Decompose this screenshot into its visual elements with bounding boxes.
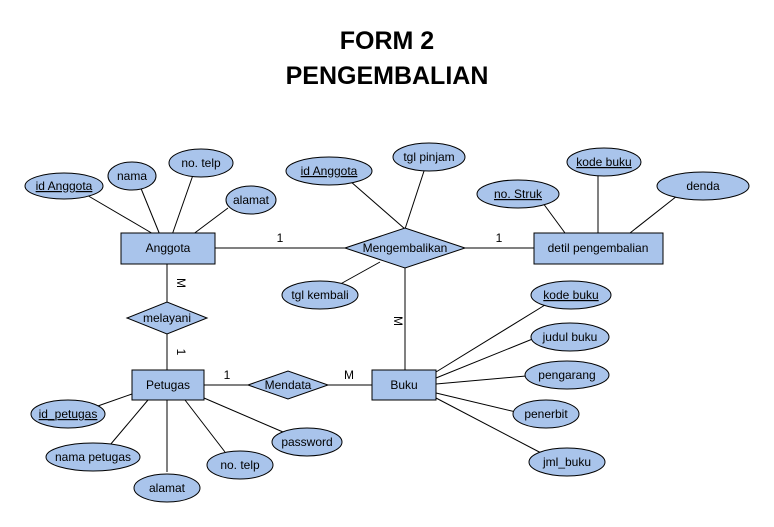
entity-detil-pengembalian: detil pengembalian [533,232,664,265]
attribute-denda-label: denda [686,179,720,193]
cardinality-mengembalikan-buku: M [391,316,405,326]
attribute-jml-buku-label: jml_buku [542,455,591,469]
entity-buku-label: Buku [390,378,417,392]
attribute-tgl-kembali-label: tgl kembali [291,288,348,302]
attribute-id-petugas: id_petugas [30,399,106,429]
attribute-no-telp-petugas-label: no. telp [220,458,260,472]
attribute-alamat-petugas: alamat [133,473,201,503]
cardinality-mengembalikan-detil: 1 [496,231,503,245]
attribute-alamat-anggota: alamat [225,185,277,215]
attribute-nama: nama [107,161,157,191]
attribute-tgl-kembali: tgl kembali [281,280,359,310]
relationship-melayani-label: melayani [143,311,191,325]
relationship-mendata-label: Mendata [265,378,312,392]
attribute-kode-buku-label: kode buku [543,288,598,302]
relationship-mengembalikan: Mengembalikan [343,227,467,269]
attribute-no-telp-anggota: no. telp [168,148,234,178]
attribute-kode-buku-detil: kode buku [566,147,642,177]
entity-anggota: Anggota [120,232,216,265]
attribute-no-struk: no. Struk [476,179,560,209]
diagram-title-line1: FORM 2 [339,27,435,55]
attribute-id-anggota: id Anggota [24,172,104,200]
entity-anggota-label: Anggota [146,241,191,255]
attribute-kode-buku-detil-label: kode buku [576,155,631,169]
attribute-id-anggota-mengembalikan: id Anggota [285,156,373,186]
attribute-pengarang-label: pengarang [538,368,595,382]
attribute-judul-buku: judul buku [530,322,610,352]
attribute-pengarang: pengarang [524,360,610,390]
attribute-tgl-pinjam: tgl pinjam [392,142,466,172]
attribute-jml-buku: jml_buku [528,447,606,477]
attribute-no-telp-anggota-label: no. telp [181,156,221,170]
relationship-mengembalikan-label: Mengembalikan [363,241,448,255]
cardinality-mendata-buku: M [344,368,354,382]
cardinality-anggota-melayani: M [174,278,188,288]
cardinality-anggota-mengembalikan: 1 [277,231,284,245]
cardinality-melayani-petugas: 1 [174,349,188,356]
attribute-no-telp-petugas: no. telp [206,450,274,480]
connector-lines [84,167,678,472]
entity-detil-label: detil pengembalian [548,241,649,255]
entity-petugas-label: Petugas [146,378,190,392]
attribute-alamat-anggota-label: alamat [233,193,270,207]
attribute-password-label: password [281,435,332,449]
attribute-id-anggota-mengembalikan-label: id Anggota [301,164,358,178]
attribute-nama-label: nama [117,169,147,183]
attribute-nama-petugas: nama petugas [45,442,141,472]
entity-buku: Buku [371,369,437,401]
attribute-penerbit-label: penerbit [524,407,568,421]
attribute-penerbit: penerbit [512,399,580,429]
relationship-melayani: melayani [125,301,209,335]
attribute-tgl-pinjam-label: tgl pinjam [403,150,454,164]
attribute-alamat-petugas-label: alamat [149,481,186,495]
attribute-nama-petugas-label: nama petugas [55,450,131,464]
attribute-id-anggota-label: id Anggota [36,179,93,193]
cardinality-petugas-mendata: 1 [224,368,231,382]
attribute-denda: denda [656,171,750,201]
attribute-id-petugas-label: id_petugas [39,407,98,421]
attribute-no-struk-label: no. Struk [494,187,543,201]
diagram-title-line2: PENGEMBALIAN [285,62,489,90]
relationship-mendata: Mendata [246,370,330,400]
attribute-judul-buku-label: judul buku [542,330,598,344]
attribute-kode-buku: kode buku [530,280,612,310]
entity-petugas: Petugas [131,369,205,401]
attribute-password: password [271,427,343,457]
